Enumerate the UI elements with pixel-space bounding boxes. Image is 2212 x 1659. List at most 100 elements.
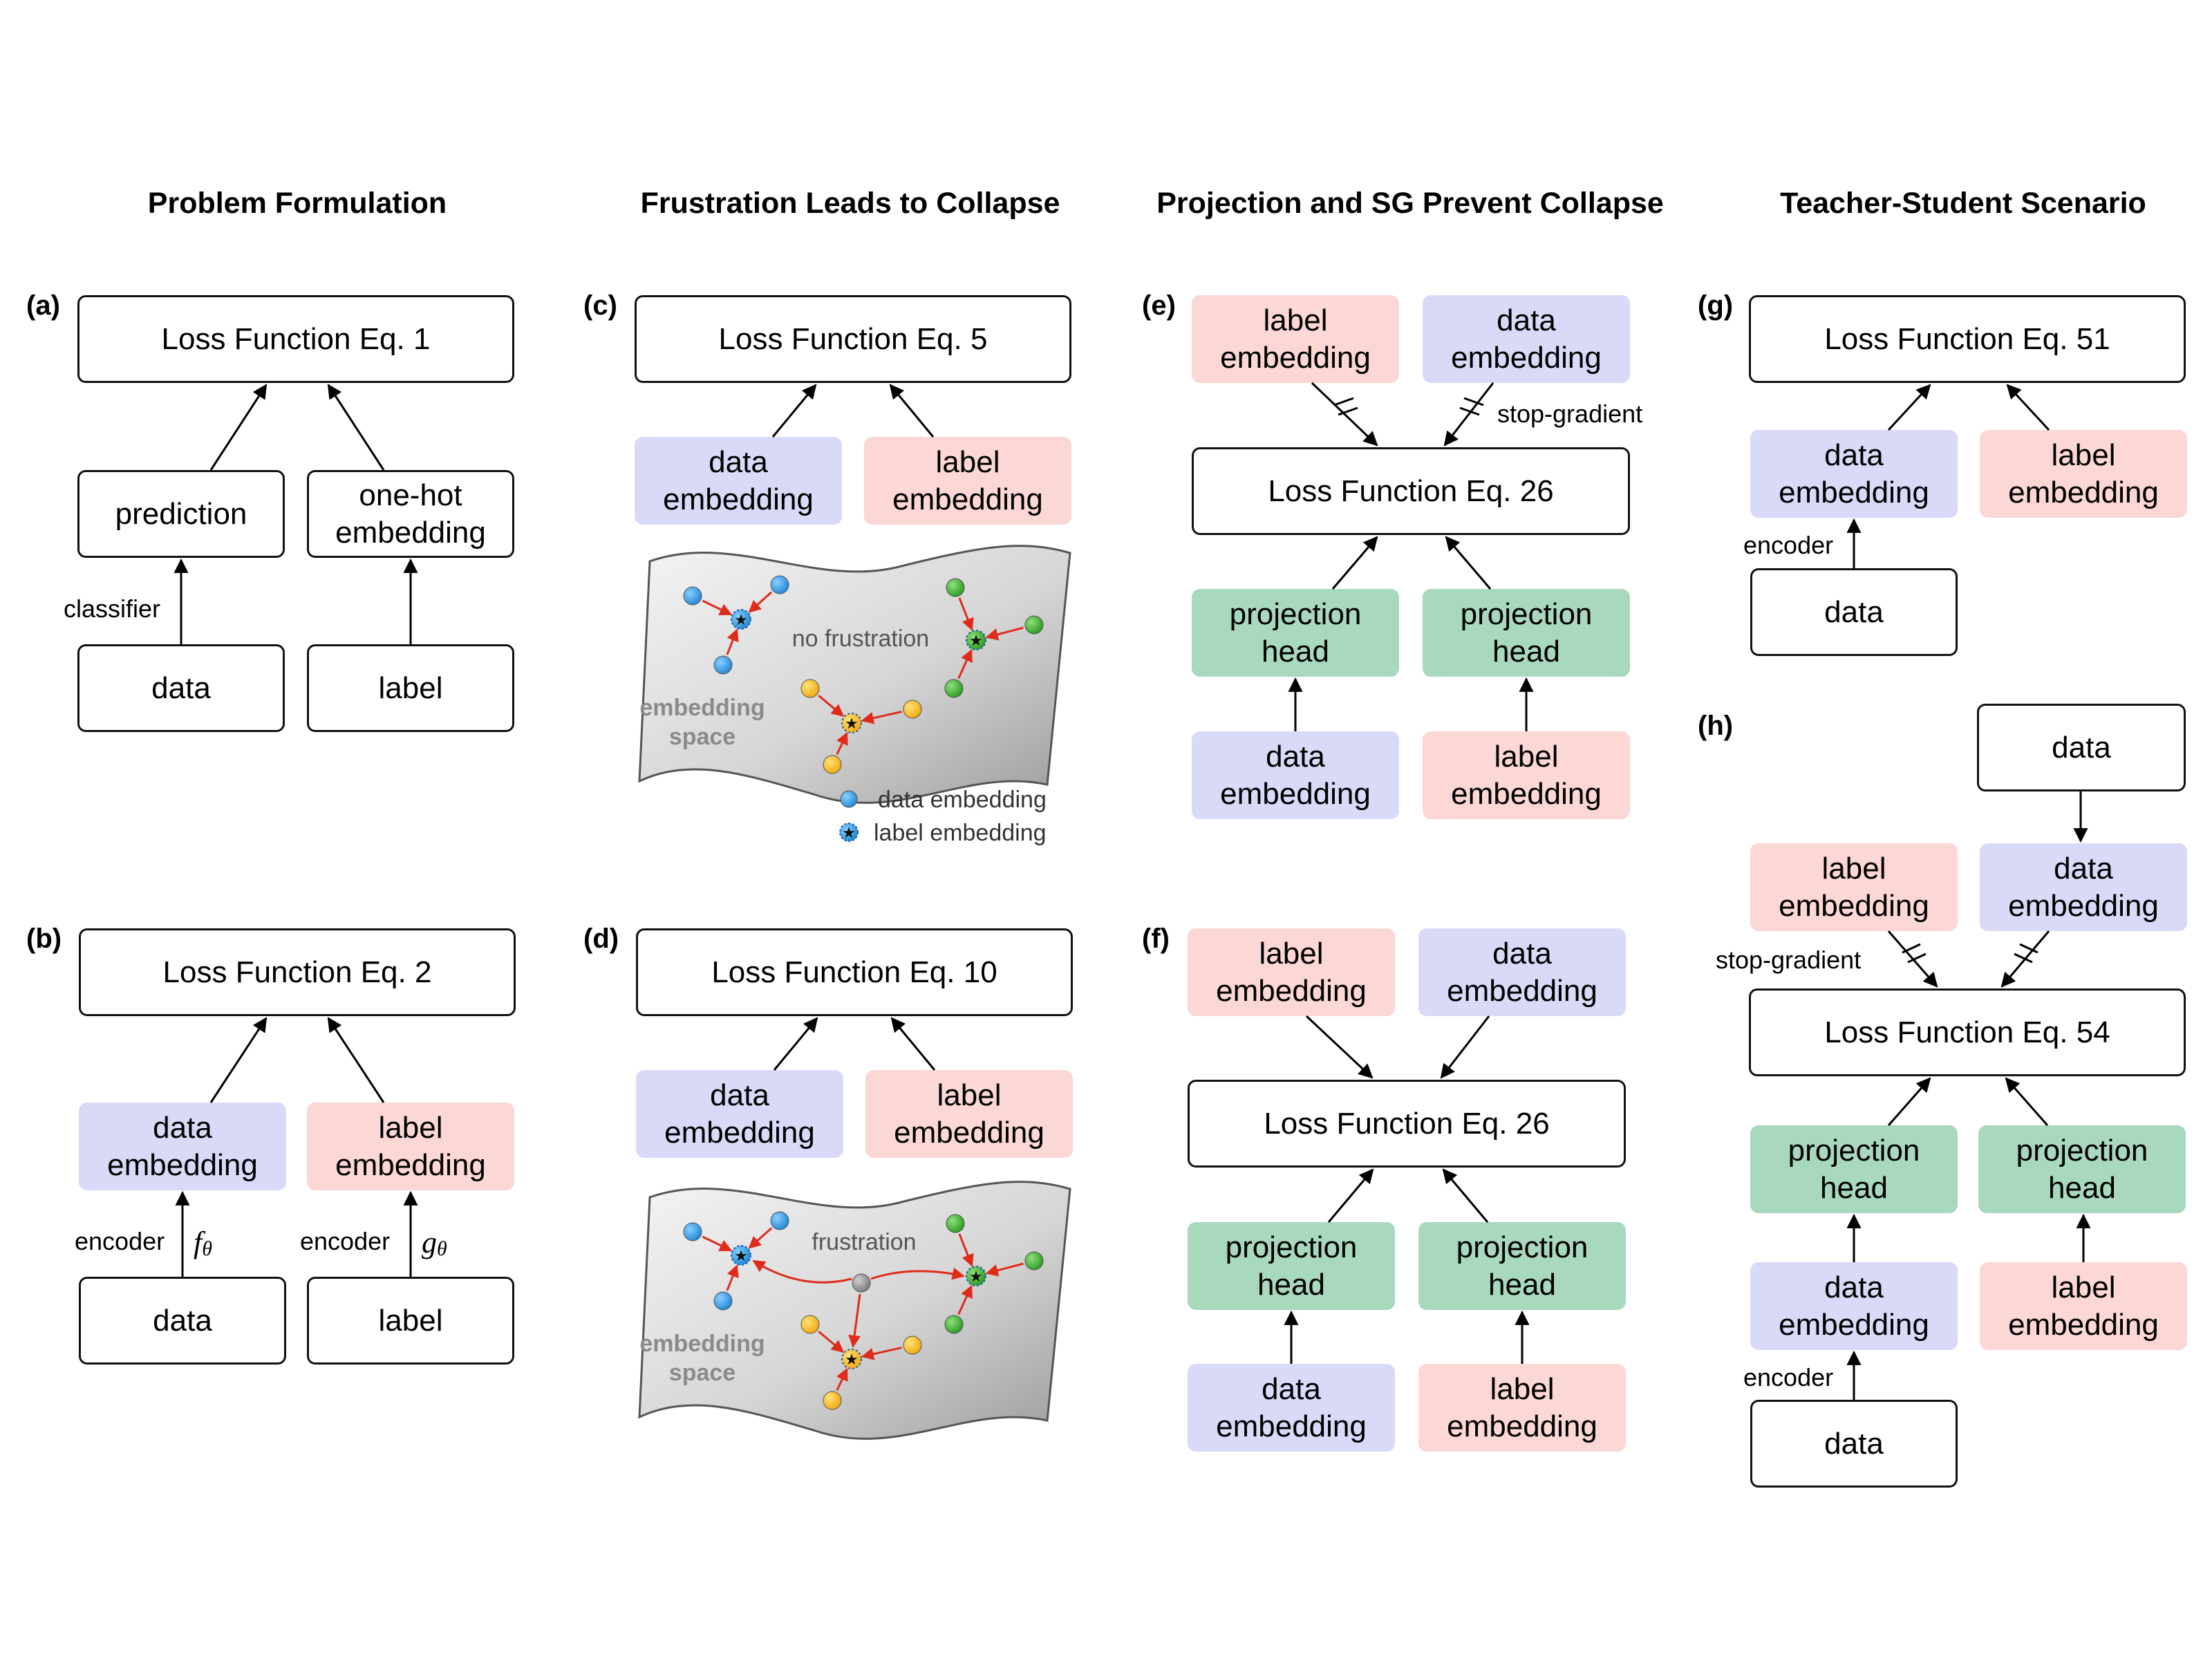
green-label-point bbox=[966, 630, 986, 650]
data-embedding-box: data embedding bbox=[1418, 928, 1626, 1016]
pull-arrow bbox=[702, 599, 733, 616]
legend-c: ★ bbox=[839, 790, 859, 842]
column-title-projection-sg: Projection and SG Prevent Collapse bbox=[1156, 187, 1664, 220]
green-data-point bbox=[944, 679, 964, 698]
green-data-point bbox=[1024, 615, 1044, 635]
blue-star: ★ bbox=[734, 612, 748, 629]
data-embedding-box: data embedding bbox=[79, 1103, 286, 1190]
label-box: label bbox=[307, 644, 514, 732]
blue-data-point bbox=[713, 655, 733, 675]
encoder-label: encoder bbox=[300, 1227, 391, 1255]
data-box: data bbox=[1750, 1400, 1958, 1488]
data-embedding-box: data embedding bbox=[636, 1070, 843, 1158]
arrow bbox=[1331, 536, 1378, 590]
pull-arrow bbox=[836, 731, 848, 756]
data-embedding-box: data embedding bbox=[1750, 1262, 1958, 1350]
arrow bbox=[327, 384, 385, 471]
arrow bbox=[890, 1017, 936, 1071]
arrow bbox=[1443, 382, 1494, 447]
legend-data-embedding-text: data embedding bbox=[878, 787, 1047, 813]
loss-function-box: Loss Function Eq. 51 bbox=[1749, 295, 2186, 383]
pull-arrow bbox=[848, 1293, 861, 1348]
pull-arrow bbox=[752, 1259, 852, 1284]
arrow bbox=[209, 1017, 268, 1103]
projection-head-box: projection head bbox=[1750, 1125, 1958, 1213]
pull-arrow bbox=[985, 1262, 1024, 1277]
stop-gradient-marks bbox=[1333, 397, 2038, 964]
frustration-label: frustration bbox=[812, 1229, 916, 1255]
label-embedding-box: label embedding bbox=[1980, 1262, 2187, 1350]
encoder-label: encoder bbox=[1743, 1363, 1834, 1391]
loss-function-box: Loss Function Eq. 26 bbox=[1188, 1080, 1626, 1168]
panel-label-e: (e) bbox=[1142, 290, 1176, 321]
arrow bbox=[209, 384, 268, 471]
label-embedding-box: label embedding bbox=[1418, 1364, 1626, 1452]
pull-arrow bbox=[726, 628, 739, 655]
pull-arrow bbox=[861, 1347, 902, 1360]
arrow bbox=[327, 1017, 385, 1103]
arrow bbox=[2006, 384, 2050, 431]
arrow bbox=[1327, 1168, 1374, 1223]
g-theta-symbol: gθ bbox=[422, 1226, 447, 1261]
panel-label-c: (c) bbox=[583, 290, 617, 321]
arrow bbox=[771, 384, 817, 438]
yellow-label-point bbox=[841, 1349, 862, 1369]
prediction-box: prediction bbox=[77, 470, 285, 558]
arrow bbox=[1445, 536, 1492, 590]
data-embedding-box: data embedding bbox=[1750, 430, 1958, 518]
blue-data-point bbox=[770, 575, 789, 594]
projection-head-box: projection head bbox=[1188, 1222, 1395, 1310]
loss-function-box: Loss Function Eq. 2 bbox=[79, 928, 516, 1016]
pull-arrow bbox=[818, 695, 845, 717]
pull-arrow bbox=[958, 597, 974, 631]
data-box: data bbox=[77, 644, 285, 732]
embedding-space-d bbox=[638, 1181, 1071, 1440]
label-embedding-box: label embedding bbox=[1980, 430, 2187, 518]
green-star: ★ bbox=[969, 632, 983, 650]
arrow bbox=[1887, 1077, 1931, 1126]
yellow-data-point bbox=[800, 1315, 820, 1334]
pull-arrow bbox=[702, 1235, 733, 1252]
loss-function-box: Loss Function Eq. 26 bbox=[1192, 447, 1630, 535]
blue-data-point bbox=[713, 1291, 733, 1311]
green-label-point bbox=[966, 1266, 986, 1286]
legend-data-point bbox=[840, 790, 858, 808]
stop-gradient-label: stop-gradient bbox=[1716, 946, 1862, 974]
loss-function-box: Loss Function Eq. 1 bbox=[77, 295, 514, 383]
blue-label-point bbox=[731, 609, 751, 630]
label-embedding-box: label embedding bbox=[1188, 928, 1395, 1016]
no-frustration-label: no frustration bbox=[792, 626, 929, 652]
blue-data-point bbox=[683, 1222, 702, 1241]
pull-arrow bbox=[985, 626, 1024, 641]
legend-label-point bbox=[839, 823, 859, 842]
blue-label-point bbox=[731, 1245, 751, 1266]
loss-function-box: Loss Function Eq. 10 bbox=[636, 928, 1073, 1016]
pull-arrow bbox=[748, 1227, 773, 1249]
loss-function-box: Loss Function Eq. 5 bbox=[635, 295, 1071, 383]
data-box: data bbox=[1977, 704, 2186, 791]
pull-arrow bbox=[870, 1267, 965, 1280]
column-title-teacher-student: Teacher-Student Scenario bbox=[1780, 187, 2146, 220]
label-box: label bbox=[307, 1277, 514, 1365]
legend-star: ★ bbox=[842, 825, 856, 842]
panel-label-b: (b) bbox=[26, 924, 62, 954]
pull-arrow bbox=[957, 648, 973, 679]
yellow-data-point bbox=[823, 1391, 842, 1410]
encoder-label: encoder bbox=[75, 1227, 165, 1255]
green-star: ★ bbox=[969, 1268, 983, 1286]
legend-label-embedding-text: label embedding bbox=[874, 820, 1047, 846]
projection-head-box: projection head bbox=[1192, 589, 1399, 677]
panel-label-f: (f) bbox=[1142, 924, 1170, 954]
arrow bbox=[889, 384, 935, 438]
points-d: ★★★ bbox=[683, 1211, 1044, 1410]
data-embedding-box: data embedding bbox=[1980, 843, 2187, 931]
panel-label-a: (a) bbox=[26, 290, 60, 321]
label-embedding-box: label embedding bbox=[865, 1070, 1073, 1158]
pull-arrow bbox=[958, 1233, 974, 1267]
panel-label-g: (g) bbox=[1698, 290, 1734, 321]
loss-function-box: Loss Function Eq. 54 bbox=[1749, 988, 2186, 1076]
classifier-label: classifier bbox=[64, 594, 161, 623]
